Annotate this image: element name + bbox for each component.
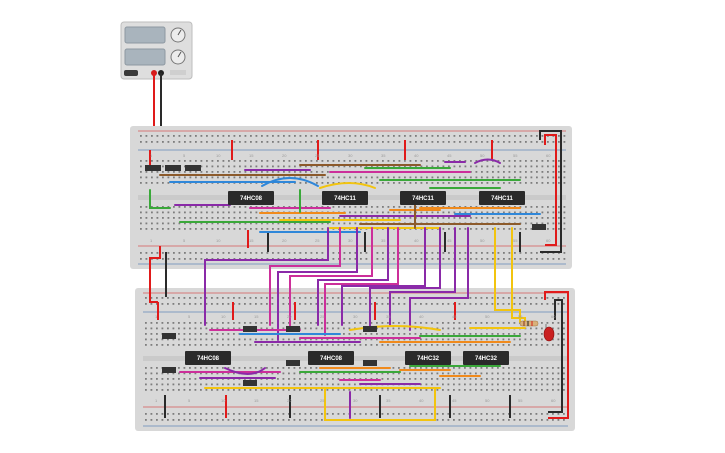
- bottom-column-numbers: 1155101015152020252530303535404045455050…: [155, 314, 556, 403]
- signal-wires-top[interactable]: [149, 158, 541, 233]
- chip-bottom-4: 74HC32: [463, 351, 509, 365]
- column-number: 30: [348, 238, 353, 243]
- chip-label: 74HC08: [320, 356, 343, 362]
- column-number: 50: [480, 153, 485, 158]
- column-number: 15: [254, 314, 259, 319]
- column-number: 10: [221, 314, 226, 319]
- chip-label: 74HC11: [334, 196, 356, 202]
- chip-top-3: 74HC11: [400, 191, 446, 205]
- column-number: 55: [513, 153, 518, 158]
- column-number: 60: [551, 314, 556, 319]
- column-number: 10: [221, 398, 226, 403]
- rail-jumpers[interactable]: [149, 130, 569, 419]
- top-column-numbers: 1155101015152020252530303535404045455050…: [150, 153, 551, 243]
- column-number: 55: [518, 398, 523, 403]
- column-number: 10: [216, 238, 221, 243]
- inter-board-wires[interactable]: [204, 227, 526, 341]
- column-number: 5: [183, 153, 186, 158]
- chip-bottom-1: 74HC08: [185, 351, 231, 365]
- resistor[interactable]: [519, 320, 539, 327]
- column-number: 45: [447, 153, 452, 158]
- column-number: 55: [513, 238, 518, 243]
- power-supply[interactable]: [120, 21, 193, 80]
- column-number: 60: [546, 153, 551, 158]
- column-number: 40: [414, 238, 419, 243]
- column-number: 50: [485, 314, 490, 319]
- bottom-chips: 74HC08 74HC08 74HC32 74HC32: [185, 351, 509, 365]
- column-number: 35: [386, 398, 391, 403]
- column-number: 1: [155, 398, 158, 403]
- column-number: 60: [551, 398, 556, 403]
- column-number: 35: [381, 153, 386, 158]
- chip-label: 74HC08: [197, 356, 220, 362]
- column-number: 50: [480, 238, 485, 243]
- led[interactable]: [543, 324, 555, 342]
- chip-top-4: 74HC11: [479, 191, 525, 205]
- column-number: 20: [287, 398, 292, 403]
- voltage-display: [124, 26, 166, 44]
- column-number: 1: [150, 153, 153, 158]
- chip-label: 74HC32: [417, 356, 440, 362]
- column-number: 50: [485, 398, 490, 403]
- chip-bottom-3: 74HC32: [405, 351, 451, 365]
- column-number: 45: [452, 314, 457, 319]
- power-switch[interactable]: [124, 70, 138, 76]
- bottom-input-switches[interactable]: [162, 326, 377, 386]
- column-number: 5: [183, 238, 186, 243]
- column-number: 15: [254, 398, 259, 403]
- breadboard-bottom: [135, 288, 575, 431]
- column-number: 45: [447, 238, 452, 243]
- top-chips: 74HC08 74HC11 74HC11 74HC11: [228, 191, 525, 205]
- column-number: 1: [150, 238, 153, 243]
- chip-label: 74HC08: [240, 196, 263, 202]
- column-number: 25: [315, 238, 320, 243]
- column-number: 10: [216, 153, 221, 158]
- column-number: 60: [546, 238, 551, 243]
- chip-label: 74HC11: [412, 196, 434, 202]
- column-number: 40: [414, 153, 419, 158]
- column-number: 25: [320, 398, 325, 403]
- column-number: 30: [353, 398, 358, 403]
- column-number: 40: [419, 314, 424, 319]
- current-display: [124, 48, 166, 66]
- column-number: 25: [320, 314, 325, 319]
- column-number: 15: [249, 153, 254, 158]
- column-number: 1: [155, 314, 158, 319]
- column-number: 25: [315, 153, 320, 158]
- column-number: 30: [353, 314, 358, 319]
- column-number: 30: [348, 153, 353, 158]
- column-number: 5: [188, 398, 191, 403]
- column-number: 40: [419, 398, 424, 403]
- column-number: 55: [518, 314, 523, 319]
- column-number: 20: [282, 153, 287, 158]
- column-number: 15: [249, 238, 254, 243]
- column-number: 5: [188, 314, 191, 319]
- chip-bottom-2: 74HC08: [308, 351, 354, 365]
- column-number: 20: [282, 238, 287, 243]
- column-number: 35: [386, 314, 391, 319]
- top-input-switches[interactable]: [145, 165, 546, 230]
- chip-label: 74HC11: [491, 196, 513, 202]
- chip-top-1: 74HC08: [228, 191, 274, 205]
- column-number: 20: [287, 314, 292, 319]
- signal-wires-bottom[interactable]: [179, 325, 526, 421]
- column-number: 35: [381, 238, 386, 243]
- chip-top-2: 74HC11: [322, 191, 368, 205]
- column-number: 45: [452, 398, 457, 403]
- chip-label: 74HC32: [475, 356, 498, 362]
